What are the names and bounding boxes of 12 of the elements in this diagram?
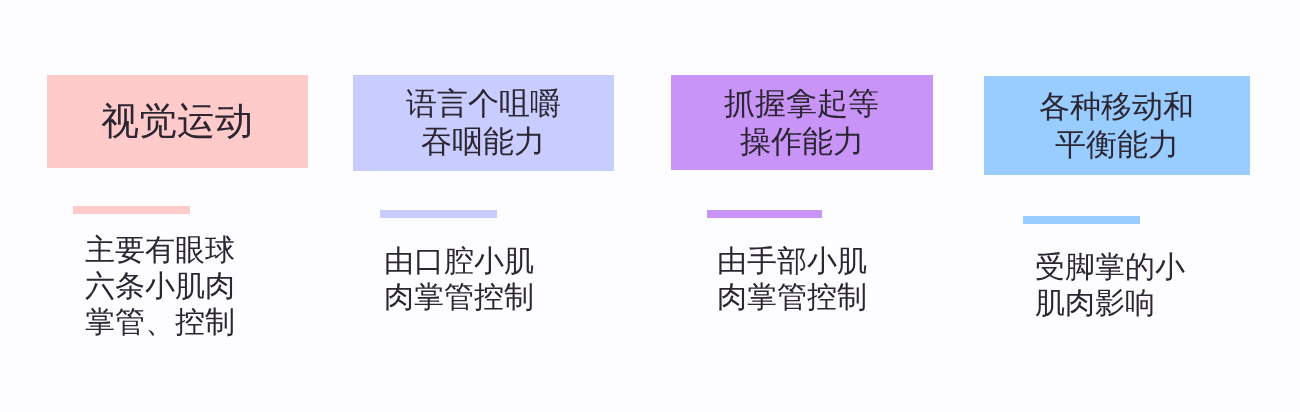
heading-text: 视觉运动 — [100, 98, 255, 145]
description-text: 受脚掌的小肌肉影响 — [1035, 249, 1186, 321]
heading-box — [353, 75, 614, 171]
description-text: 由手部小肌肉掌管控制 — [717, 243, 868, 315]
heading-box — [984, 76, 1250, 175]
heading-box — [47, 75, 308, 168]
heading-text: 抓握拿起等操作能力 — [723, 84, 881, 161]
description-text: 由口腔小肌肉掌管控制 — [384, 243, 535, 315]
description-text: 主要有眼球六条小肌肉掌管、控制 — [85, 232, 236, 340]
heading-text: 各种移动和平衡能力 — [1038, 87, 1196, 164]
heading-box — [671, 75, 933, 170]
heading-text: 语言个咀嚼吞咽能力 — [405, 85, 562, 161]
